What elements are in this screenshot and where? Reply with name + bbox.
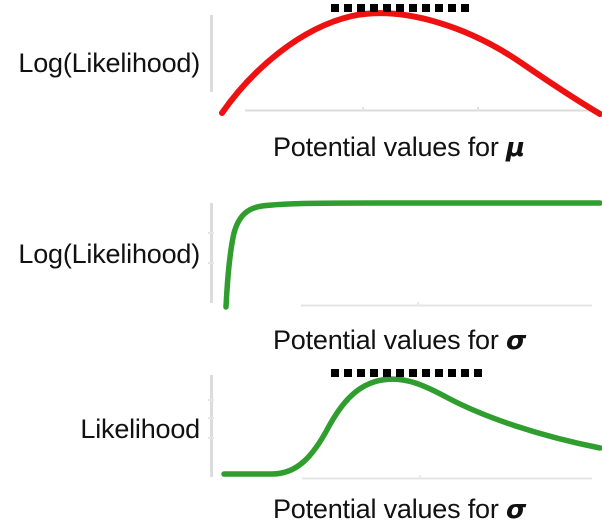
x-axis-label-symbol: μ: [505, 133, 525, 163]
likelihood-curve-sigma: [221, 376, 602, 477]
x-axis-label: Potential values for σ: [273, 323, 526, 358]
x-axis-label-symbol: σ: [505, 326, 526, 356]
plot-area-sigma-log: [208, 200, 602, 310]
dash-segment: [409, 4, 417, 12]
dash-segment: [409, 369, 417, 377]
log-likelihood-curve-sigma: [223, 200, 602, 310]
dash-segment: [344, 369, 352, 377]
log-likelihood-curve-mu: [219, 10, 602, 117]
dash-segment: [422, 4, 430, 12]
tangent-dashed-line-mu: [331, 4, 469, 12]
dash-segment: [383, 4, 391, 12]
dash-segment: [422, 369, 430, 377]
plot-area-mu: [210, 10, 602, 117]
dash-segment: [461, 369, 469, 377]
dash-segment: [383, 369, 391, 377]
panel-log-likelihood-sigma: Log(Likelihood) Potential values for σ: [0, 175, 602, 356]
dash-segment: [344, 4, 352, 12]
dash-segment: [396, 369, 404, 377]
tangent-dashed-line-sigma: [331, 369, 482, 377]
x-axis-label-text: Potential values for: [273, 325, 506, 355]
dash-segment: [435, 369, 443, 377]
dash-segment: [331, 4, 339, 12]
y-axis-label: Likelihood: [80, 414, 200, 444]
dash-segment: [396, 4, 404, 12]
x-axis-label-symbol: σ: [505, 495, 526, 525]
dash-segment: [448, 4, 456, 12]
x-axis-label: Potential values for σ: [273, 492, 526, 527]
dash-segment: [448, 369, 456, 377]
x-axis-label: Potential values for μ: [273, 130, 525, 165]
x-axis-label-text: Potential values for: [273, 494, 506, 524]
dash-segment: [461, 4, 469, 12]
dash-segment: [331, 369, 339, 377]
panel-log-likelihood-mu: Log(Likelihood) Potential: [0, 0, 602, 175]
x-axis-label-text: Potential values for: [273, 132, 506, 162]
dash-segment: [435, 4, 443, 12]
plot-area-sigma-lik: [208, 375, 602, 480]
panel-likelihood-sigma: Likelihood: [0, 350, 602, 526]
dash-segment: [357, 4, 365, 12]
dash-segment: [357, 369, 365, 377]
dash-segment: [370, 4, 378, 12]
dash-segment: [474, 369, 482, 377]
y-axis-label: Log(Likelihood): [18, 48, 200, 78]
dash-segment: [370, 369, 378, 377]
y-axis-label: Log(Likelihood): [18, 239, 200, 269]
